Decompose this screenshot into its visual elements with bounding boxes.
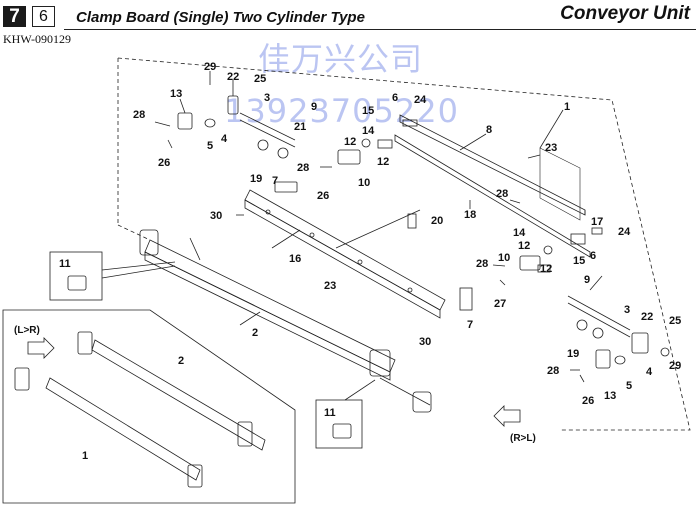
label-24-right: 24 <box>618 226 631 238</box>
label-18: 18 <box>464 209 476 221</box>
page-title: Clamp Board (Single) Two Cylinder Type <box>76 9 365 26</box>
label-29-right: 29 <box>669 360 681 372</box>
label-13-bottom: 13 <box>604 390 616 402</box>
watermark-phone: 13923705220 <box>224 92 459 130</box>
label-5-right: 5 <box>626 380 632 392</box>
page-number-box: 7 <box>3 6 26 27</box>
label-2-main: 2 <box>252 327 258 339</box>
label-7-bottom: 7 <box>467 319 473 331</box>
arrow-right-to-left <box>493 405 521 427</box>
unit-title: Conveyor Unit <box>560 3 690 24</box>
label-30-bottom: 30 <box>419 336 431 348</box>
label-20: 20 <box>431 215 443 227</box>
label-15-top: 15 <box>362 105 374 117</box>
inset-part-1 <box>45 377 201 481</box>
label-9-right: 9 <box>584 274 590 286</box>
label-1-inset: 1 <box>82 450 88 462</box>
label-19-top: 19 <box>250 173 262 185</box>
label-4-right: 4 <box>646 366 653 378</box>
direction-label-lr: (L>R) <box>14 325 40 336</box>
label-5-top: 5 <box>207 140 213 152</box>
label-4-top: 4 <box>221 133 228 145</box>
label-19-bottom: 19 <box>567 348 579 360</box>
label-10-right: 10 <box>498 252 510 264</box>
label-28-d: 28 <box>476 258 488 270</box>
label-22-right: 22 <box>641 311 653 323</box>
label-12-b: 12 <box>377 156 389 168</box>
label-10-top: 10 <box>358 177 370 189</box>
label-25-top: 25 <box>254 73 266 85</box>
label-27: 27 <box>494 298 506 310</box>
inset-frame <box>2 309 296 504</box>
inset-part-2 <box>91 339 266 451</box>
label-21: 21 <box>294 121 306 133</box>
direction-label-rl: (R>L) <box>510 433 536 444</box>
clamp-assembly-2 <box>144 239 396 373</box>
label-23-bottom: 23 <box>324 280 336 292</box>
label-24-top: 24 <box>414 94 427 106</box>
label-26-a: 26 <box>158 157 170 169</box>
label-14-top: 14 <box>362 125 375 137</box>
callout-11-top <box>49 251 103 301</box>
header-rule <box>64 29 696 30</box>
callout-11-bottom <box>315 399 363 449</box>
label-3-top: 3 <box>264 92 270 104</box>
label-9-top: 9 <box>311 101 317 113</box>
label-3-right: 3 <box>624 304 630 316</box>
label-11-top: 11 <box>59 258 71 270</box>
label-26-c: 26 <box>582 395 594 407</box>
sub-number-box: 6 <box>32 6 55 27</box>
label-12-c: 12 <box>518 240 530 252</box>
label-28-c: 28 <box>496 188 508 200</box>
label-7-top: 7 <box>272 175 278 187</box>
label-23-top: 23 <box>545 142 557 154</box>
bracket-13a <box>177 112 193 130</box>
watermark-company: 佳万兴公司 <box>258 40 424 78</box>
exploded-region-outline <box>117 57 691 431</box>
label-29-top: 29 <box>204 61 216 73</box>
rail-18 <box>394 134 591 258</box>
page-header: 7 6 Clamp Board (Single) Two Cylinder Ty… <box>0 0 700 46</box>
label-28-b: 28 <box>297 162 309 174</box>
arrow-left-to-right <box>27 337 55 359</box>
label-17: 17 <box>591 216 603 228</box>
label-15-right: 15 <box>573 255 585 267</box>
label-6-right: 6 <box>590 250 596 262</box>
label-13-top: 13 <box>170 88 182 100</box>
label-25-right: 25 <box>669 315 681 327</box>
label-1-main: 1 <box>564 101 570 113</box>
doc-code: KHW-090129 <box>3 32 71 46</box>
label-30-left: 30 <box>210 210 222 222</box>
label-8: 8 <box>486 124 492 136</box>
label-12-a: 12 <box>344 136 356 148</box>
label-12-d: 12 <box>540 263 552 275</box>
label-22-top: 22 <box>227 71 239 83</box>
label-28-e: 28 <box>547 365 559 377</box>
label-26-b: 26 <box>317 190 329 202</box>
rail-8 <box>399 114 586 216</box>
label-11-bottom: 11 <box>324 407 336 419</box>
label-14-right: 14 <box>513 227 526 239</box>
label-2-inset: 2 <box>178 355 184 367</box>
label-6-top: 6 <box>392 92 398 104</box>
clamp-board-16 <box>244 189 446 311</box>
label-28-a: 28 <box>133 109 145 121</box>
label-16: 16 <box>289 253 301 265</box>
